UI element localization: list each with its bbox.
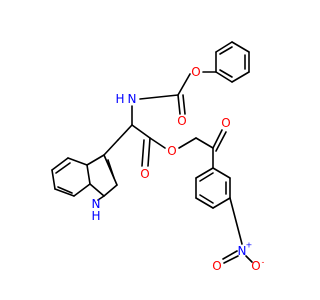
bond-47 [51, 169, 56, 190]
bond-16 [103, 139, 119, 156]
atom-o-ketone: O [221, 116, 230, 130]
bond-44 [107, 159, 115, 179]
bond-1 [231, 41, 250, 53]
bond-38 [222, 250, 238, 260]
atom-h-indole: H [91, 209, 100, 223]
nitro-plus-charge: + [246, 241, 253, 250]
bond-lines [51, 41, 253, 264]
bond-12 [182, 94, 186, 115]
nitro-minus-charge: - [262, 258, 265, 267]
bond-4 [215, 71, 233, 83]
bond-18 [147, 137, 151, 167]
bond-3 [231, 71, 250, 83]
bond-6 [219, 46, 233, 55]
bond-0 [215, 41, 233, 53]
bond-23 [212, 129, 223, 149]
bond-40 [86, 164, 91, 185]
bond-35 [229, 197, 243, 245]
bond-41 [89, 183, 105, 197]
bond-50 [55, 162, 71, 174]
bond-28 [195, 197, 214, 209]
bond-24 [215, 131, 227, 152]
bond-46 [51, 157, 69, 171]
bond-8 [219, 69, 233, 78]
bond-42 [103, 184, 118, 197]
atom-o-nitro-left: O [212, 259, 221, 273]
atom-h-amide: H [115, 92, 124, 106]
bond-10 [177, 73, 191, 96]
bond-26 [195, 167, 214, 179]
atom-n-amide: N [128, 92, 137, 106]
bond-11 [177, 94, 181, 115]
bond-33 [199, 194, 214, 204]
bond-20 [149, 137, 166, 149]
atom-o-phenoxy: O [191, 65, 200, 79]
bond-32 [199, 172, 214, 182]
atom-o-ester-carbonyl: O [140, 167, 149, 181]
bond-39 [86, 154, 105, 166]
atom-o-carbamate-carbonyl: O [177, 114, 186, 128]
atom-n-nitro: N [238, 244, 247, 258]
atom-o-ester-link: O [167, 144, 176, 158]
bond-15 [117, 124, 133, 141]
bond-22 [195, 137, 214, 149]
bond-45 [67, 157, 88, 166]
bond-13 [139, 94, 179, 100]
bond-31 [212, 167, 231, 179]
bond-17 [131, 124, 151, 139]
atom-n-indole: N [92, 197, 101, 211]
bond-48 [54, 188, 75, 197]
bond-36 [223, 255, 239, 264]
atom-o-nitro-right: O [251, 259, 260, 273]
bond-29 [212, 197, 231, 209]
molecule-structure: H N O O O O O N H N + O O - [51, 41, 265, 273]
bond-49 [73, 183, 91, 197]
bond-37 [245, 255, 253, 263]
bond-51 [57, 186, 73, 194]
bond-19 [141, 139, 145, 167]
bond-21 [178, 137, 197, 149]
bond-52 [97, 195, 105, 201]
